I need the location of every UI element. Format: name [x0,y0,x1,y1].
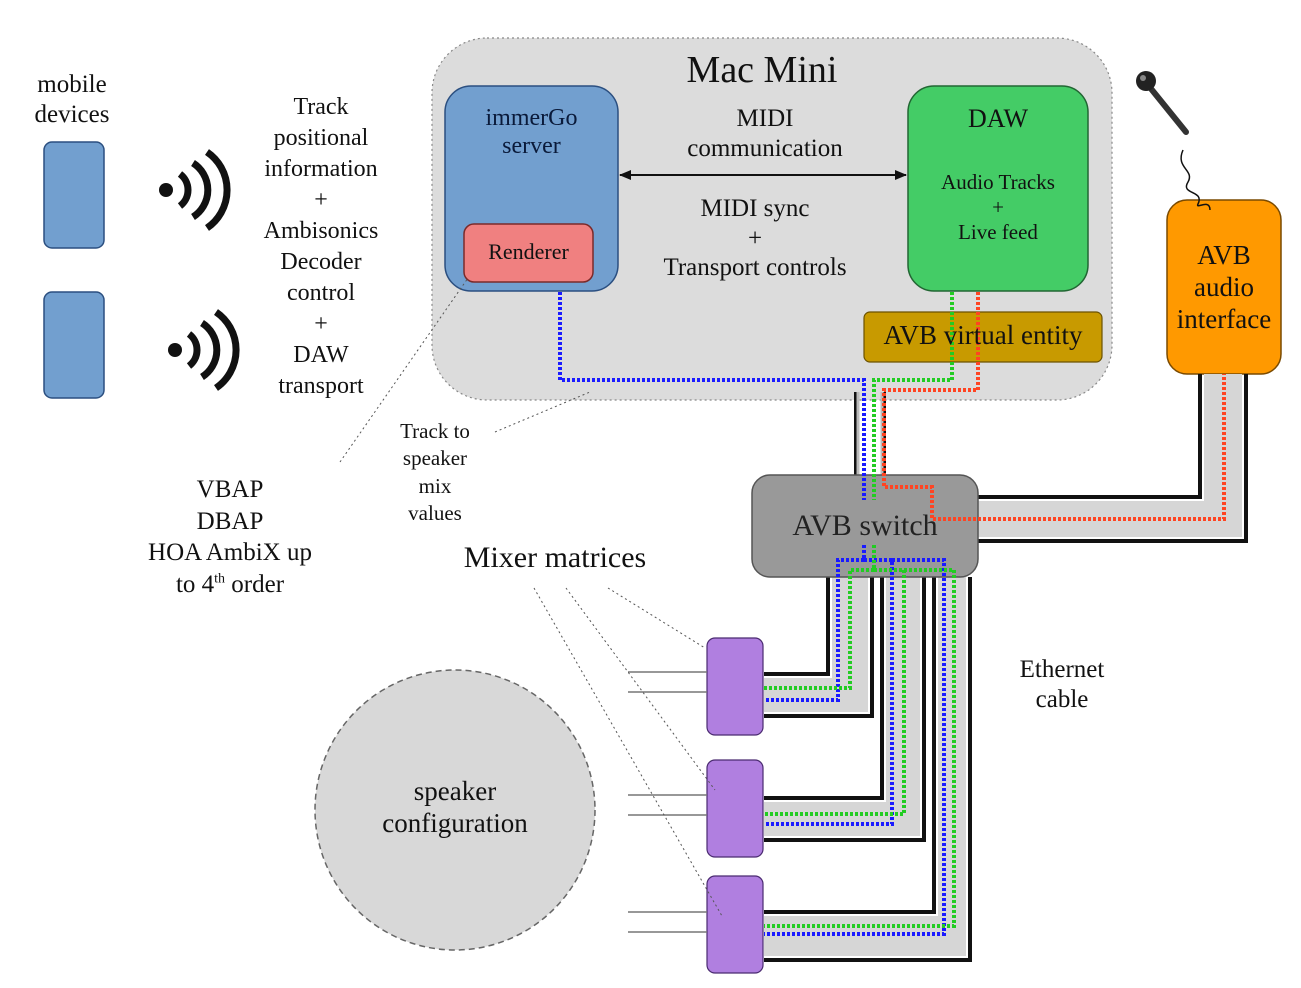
track-info-line: positional [273,124,369,151]
track-to-speaker-line: Track to [400,419,470,443]
render-mode-order: to 4th order [120,569,340,601]
render-mode-order-post: order [225,570,285,598]
render-mode-dbap: DBAP [196,507,264,535]
daw-line3: Live feed [958,219,1038,244]
wireless-signal-icon [168,309,240,391]
mobile-device-1 [43,141,105,249]
annotation-leaders [339,277,723,917]
mixer-matrices-label: Mixer matrices [463,541,647,574]
render-modes-label: VBAP DBAP HOA AmbiX up to 4th order [120,474,340,600]
ethernet-cable-label: Ethernet cable [1000,655,1124,714]
avb-interface-line3: interface [1176,303,1272,334]
microphone-icon [1136,71,1211,211]
mobile-device-2 [43,291,105,399]
daw-line1: Audio Tracks [941,170,1055,194]
mobile-devices-line1: mobile [37,71,107,98]
track-info-line: Ambisonics [263,217,379,244]
daw-line2: + [992,194,1004,219]
avb-virtual-entity-label: AVB virtual entity [883,320,1083,350]
midi-comm-line2: communication [687,134,843,162]
speaker-config-line1: speaker [413,776,497,806]
track-info-line: DAW [293,341,349,368]
track-info-line: + [314,310,328,337]
track-to-speaker-line: mix [418,473,452,498]
midi-sync-line2: + [747,224,763,252]
mobile-devices-label: mobile devices [10,70,134,129]
track-info-line: control [287,279,355,306]
track-info-line: Decoder [280,248,362,275]
track-to-speaker-label: Track to speaker mix values [380,418,490,527]
wireless-signal-icon [159,149,231,231]
daw-content-label: Audio Tracks + Live feed [908,170,1088,244]
ethernet-line2: cable [1035,685,1089,713]
mobile-devices-line2: devices [34,100,110,128]
track-info-line: Track [293,94,349,120]
speaker-configuration-label: speaker configuration [355,776,555,840]
midi-sync-line3: Transport controls [663,254,847,281]
renderer-label: Renderer [488,239,569,264]
audio-streams [558,292,1226,936]
immergo-server-label: immerGo server [445,104,618,161]
daw-title: DAW [967,104,1028,133]
speaker-configuration-circle [314,669,596,951]
track-info-line: transport [278,372,364,399]
speaker-config-line2: configuration [382,807,528,838]
mixer-box-3 [706,875,764,974]
immergo-server-line1: immerGo [485,105,578,131]
midi-comm-line1: MIDI [736,105,794,132]
immergo-server-line2: server [502,133,561,160]
avb-virtual-entity-box [863,311,1103,363]
mixer-box-2 [706,759,764,858]
avb-interface-line2: audio [1194,271,1254,302]
track-to-speaker-line: speaker [402,446,468,471]
daw-box [907,85,1089,292]
avb-interface-line1: AVB [1197,240,1251,270]
render-mode-order-pre: to 4 [175,570,215,598]
render-mode-order-sup: th [214,571,226,587]
mixer-box-1 [706,637,764,736]
track-info-label: Track positional information + Ambisonic… [248,92,394,402]
mac-mini-title: Mac Mini [686,49,838,91]
avb-audio-interface-label: AVB audio interface [1167,240,1281,336]
mixer-output-lines [628,671,707,933]
track-info-line: + [314,186,328,213]
track-info-line: information [264,155,378,182]
render-mode-vbap: VBAP [196,476,264,503]
avb-switch-label: AVB switch [792,509,938,542]
track-to-speaker-line: values [408,500,462,525]
renderer-box [463,223,594,283]
midi-communication-label: MIDI communication [660,104,870,163]
midi-sync-label: MIDI sync + Transport controls [640,194,870,283]
ethernet-line1: Ethernet [1019,656,1105,683]
render-mode-hoa: HOA AmbiX up [148,539,312,566]
midi-sync-line1: MIDI sync [700,195,810,222]
